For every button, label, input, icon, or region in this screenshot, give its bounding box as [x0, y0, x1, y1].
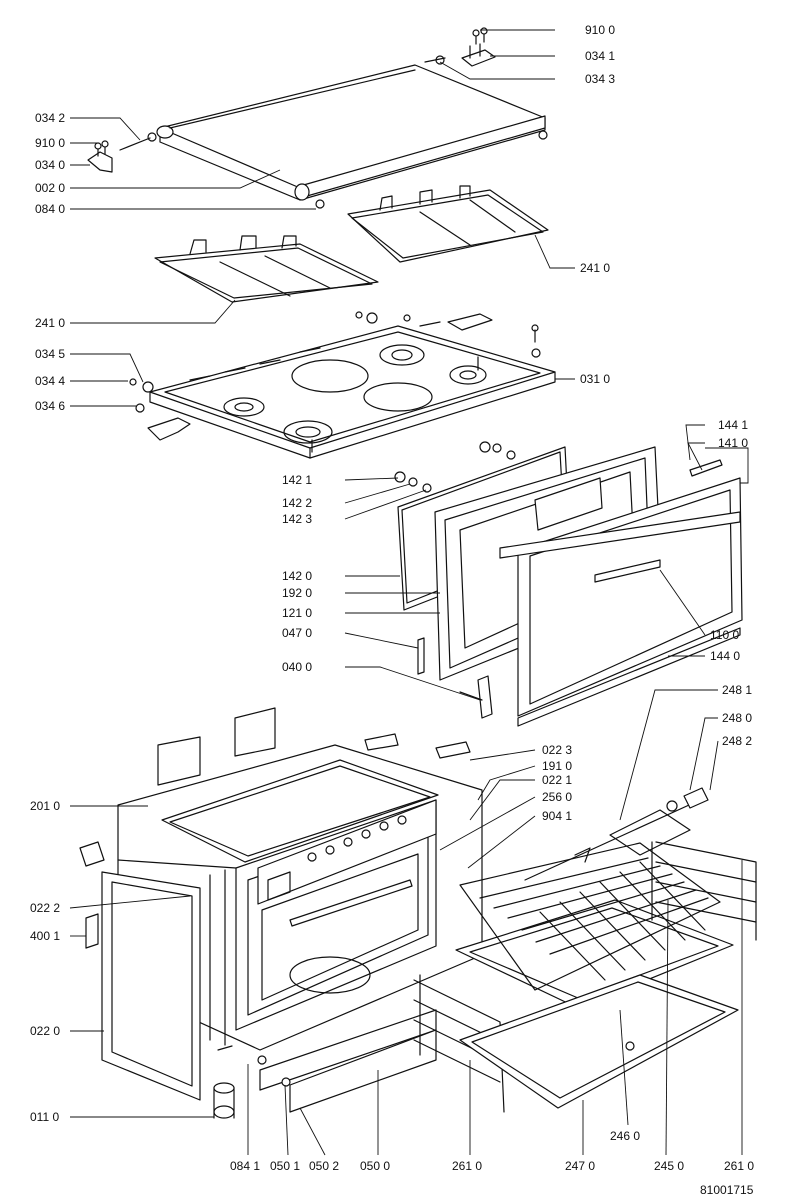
- callout-022-2: 022 2: [30, 901, 60, 915]
- callout-142-2: 142 2: [282, 496, 312, 510]
- callout-034-1: 034 1: [585, 49, 615, 63]
- callout-247-0: 247 0: [565, 1159, 595, 1173]
- callout-110-0: 110 0: [710, 628, 739, 642]
- callout-142-0: 142 0: [282, 569, 312, 583]
- door-outer-panel: [499, 459, 743, 727]
- callout-050-1: 050 1: [270, 1159, 300, 1173]
- callout-011-0: 011 0: [30, 1110, 59, 1124]
- callout-144-0: 144 0: [710, 649, 740, 663]
- rubber-foot: [315, 199, 325, 209]
- callout-034-5: 034 5: [35, 347, 65, 361]
- callout-241-0-right: 241 0: [580, 261, 610, 275]
- callout-121-0: 121 0: [282, 606, 312, 620]
- callout-248-0: 248 0: [722, 711, 752, 725]
- callout-084-1: 084 1: [230, 1159, 260, 1173]
- callout-022-3: 022 3: [542, 743, 572, 757]
- callout-256-0: 256 0: [542, 790, 572, 804]
- callout-labels: 910 0 034 1 034 3 034 2 910 0 034 0 002 …: [30, 23, 754, 1197]
- cooktop-lid: [156, 64, 548, 201]
- shelf-runner-right: [651, 841, 757, 941]
- callout-084-0: 084 0: [35, 202, 65, 216]
- callout-040-0: 040 0: [282, 660, 312, 674]
- drip-tray: [459, 974, 739, 1109]
- callout-047-0: 047 0: [282, 626, 312, 640]
- fixing-screws: [129, 311, 541, 453]
- callout-261-0-right: 261 0: [724, 1159, 754, 1173]
- callout-245-0: 245 0: [654, 1159, 684, 1173]
- callout-142-3: 142 3: [282, 512, 312, 526]
- pan-support-left: [154, 235, 379, 303]
- hinge-left: [87, 132, 157, 173]
- callout-022-0: 022 0: [30, 1024, 60, 1038]
- callout-201-0: 201 0: [30, 799, 60, 813]
- drawing-number: 81001715: [700, 1183, 754, 1197]
- callout-910-0-left: 910 0: [35, 136, 65, 150]
- callout-141-0: 141 0: [718, 436, 748, 450]
- wire-grid: [459, 842, 721, 991]
- leader-lines: [69, 29, 749, 1156]
- callout-002-0: 002 0: [35, 181, 65, 195]
- callout-910-0-top: 910 0: [585, 23, 615, 37]
- callout-034-2: 034 2: [35, 111, 65, 125]
- callout-034-6: 034 6: [35, 399, 65, 413]
- door-washers: [394, 441, 516, 493]
- door-hinge-parts: [417, 637, 493, 719]
- callout-034-3: 034 3: [585, 72, 615, 86]
- rear-brackets: [79, 707, 471, 949]
- side-panel-left: [101, 871, 201, 1101]
- shelf-runner-left: [413, 974, 505, 1113]
- bottom-trim: [213, 1009, 437, 1119]
- rotisserie-spit: [524, 787, 709, 881]
- callout-034-0: 034 0: [35, 158, 65, 172]
- callout-142-1: 142 1: [282, 473, 312, 487]
- callout-050-2: 050 2: [309, 1159, 339, 1173]
- callout-034-4: 034 4: [35, 374, 65, 388]
- callout-241-0-left: 241 0: [35, 316, 65, 330]
- callout-144-1: 144 1: [718, 418, 748, 432]
- hinge-right: [424, 27, 496, 67]
- callout-248-1: 248 1: [722, 683, 752, 697]
- callout-191-0: 191 0: [542, 759, 572, 773]
- control-panel: [257, 799, 437, 905]
- callout-031-0: 031 0: [580, 372, 610, 386]
- callout-400-1: 400 1: [30, 929, 60, 943]
- hob-top: [147, 313, 556, 459]
- callout-050-0: 050 0: [360, 1159, 390, 1173]
- callout-904-1: 904 1: [542, 809, 572, 823]
- callout-248-2: 248 2: [722, 734, 752, 748]
- callout-022-1: 022 1: [542, 773, 572, 787]
- callout-192-0: 192 0: [282, 586, 312, 600]
- pan-support-right: [347, 185, 549, 263]
- callout-261-0-left: 261 0: [452, 1159, 482, 1173]
- callout-246-0: 246 0: [610, 1129, 640, 1143]
